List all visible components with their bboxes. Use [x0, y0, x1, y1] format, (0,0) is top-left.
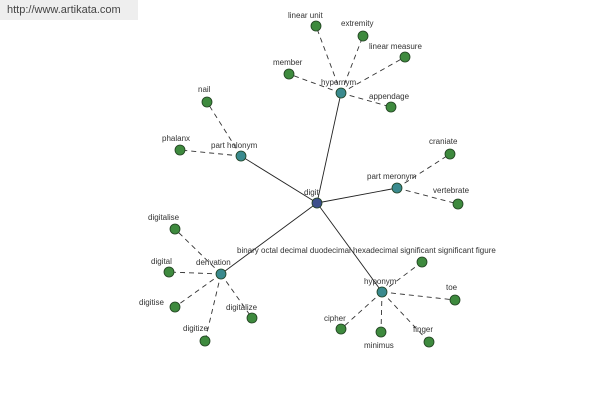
node-digitalise[interactable]: digitalise: [148, 213, 181, 235]
node-label-extremity[interactable]: extremity: [341, 19, 373, 28]
edge-digit-part-meronym: [316, 187, 398, 204]
node-dot-linear-measure[interactable]: [399, 51, 411, 63]
edge-hypernym-member: [288, 73, 342, 94]
edge-digit-part-holonym: [240, 155, 318, 204]
node-label-digitalise[interactable]: digitalise: [148, 213, 180, 222]
node-label-minimus[interactable]: minimus: [364, 341, 394, 350]
edge-part-meronym-vertebrate: [396, 187, 459, 205]
node-label-cipher[interactable]: cipher: [324, 314, 346, 323]
node-nail[interactable]: nail: [198, 85, 213, 108]
edge-hyponym-finger: [381, 291, 430, 343]
edge-derivation-digitalise: [174, 228, 222, 275]
site-url[interactable]: http://www.artikata.com: [0, 0, 138, 20]
node-label-craniate[interactable]: craniate: [429, 137, 458, 146]
node-linear-measure[interactable]: linear measure: [369, 42, 422, 63]
node-label-hyponym[interactable]: hyponym: [364, 277, 397, 286]
node-toe[interactable]: toe: [446, 283, 461, 306]
node-dot-linear-unit[interactable]: [310, 20, 322, 32]
node-dot-derivation[interactable]: [215, 268, 227, 280]
node-minimus[interactable]: minimus: [364, 326, 394, 350]
node-vertebrate[interactable]: vertebrate: [433, 186, 470, 210]
node-hyponym[interactable]: hyponym: [364, 277, 397, 298]
node-phalanx[interactable]: phalanx: [162, 134, 190, 156]
edge-part-holonym-phalanx: [179, 149, 242, 157]
edge-hypernym-linear-unit: [315, 25, 342, 94]
node-digitize[interactable]: digitize: [183, 324, 211, 347]
node-part-meronym[interactable]: part meronym: [367, 172, 417, 194]
node-dot-appendage[interactable]: [385, 101, 397, 113]
edge-derivation-digitise: [174, 273, 222, 308]
node-dot-toe[interactable]: [449, 294, 461, 306]
node-label-digitise[interactable]: digitise: [139, 298, 164, 307]
node-digitise[interactable]: digitise: [139, 298, 181, 313]
node-label-digit[interactable]: digit: [304, 188, 319, 197]
node-binary-etc[interactable]: binary octal decimal duodecimal hexadeci…: [237, 246, 496, 268]
node-dot-minimus[interactable]: [375, 326, 387, 338]
node-extremity[interactable]: extremity: [341, 19, 373, 42]
edge-hypernym-extremity: [340, 35, 364, 94]
node-member[interactable]: member: [273, 58, 303, 80]
node-dot-cipher[interactable]: [335, 323, 347, 335]
node-dot-part-holonym[interactable]: [235, 150, 247, 162]
node-dot-part-meronym[interactable]: [391, 182, 403, 194]
edge-digit-hypernym: [316, 92, 342, 204]
node-dot-digitize[interactable]: [199, 335, 211, 347]
edge-hypernym-linear-measure: [340, 56, 406, 94]
node-label-hypernym[interactable]: hypernym: [321, 78, 356, 87]
node-appendage[interactable]: appendage: [369, 92, 410, 113]
node-dot-extremity[interactable]: [357, 30, 369, 42]
node-dot-phalanx[interactable]: [174, 144, 186, 156]
node-dot-digitalize[interactable]: [246, 312, 258, 324]
node-label-digital[interactable]: digital: [151, 257, 172, 266]
node-label-digitalize[interactable]: digitalize: [226, 303, 258, 312]
node-label-appendage[interactable]: appendage: [369, 92, 410, 101]
edge-part-holonym-nail: [206, 101, 242, 157]
node-dot-hyponym[interactable]: [376, 286, 388, 298]
node-label-nail[interactable]: nail: [198, 85, 211, 94]
node-derivation[interactable]: derivation: [196, 258, 231, 280]
node-hypernym[interactable]: hypernym: [321, 78, 356, 99]
node-dot-digital[interactable]: [163, 266, 175, 278]
node-dot-digit[interactable]: [311, 197, 323, 209]
edge-part-meronym-craniate: [396, 153, 451, 189]
node-dot-vertebrate[interactable]: [452, 198, 464, 210]
node-digitalize[interactable]: digitalize: [226, 303, 258, 324]
node-dot-digitalise[interactable]: [169, 223, 181, 235]
node-label-derivation[interactable]: derivation: [196, 258, 231, 267]
node-label-phalanx[interactable]: phalanx: [162, 134, 190, 143]
node-label-part-meronym[interactable]: part meronym: [367, 172, 417, 181]
node-part-holonym[interactable]: part holonym: [211, 141, 258, 162]
node-label-finger[interactable]: finger: [413, 325, 433, 334]
node-label-toe[interactable]: toe: [446, 283, 458, 292]
node-linear-unit[interactable]: linear unit: [288, 11, 323, 32]
node-cipher[interactable]: cipher: [324, 314, 347, 335]
node-dot-binary-etc[interactable]: [416, 256, 428, 268]
edge-hyponym-toe: [381, 291, 456, 301]
node-craniate[interactable]: craniate: [429, 137, 458, 160]
edge-hyponym-cipher: [340, 291, 383, 330]
node-dot-craniate[interactable]: [444, 148, 456, 160]
edge-digit-hyponym: [316, 202, 383, 293]
edge-derivation-digital: [168, 271, 222, 275]
edge-derivation-digitize: [204, 273, 222, 342]
node-finger[interactable]: finger: [413, 325, 435, 348]
node-label-linear-measure[interactable]: linear measure: [369, 42, 422, 51]
node-digital[interactable]: digital: [151, 257, 175, 278]
node-label-member[interactable]: member: [273, 58, 303, 67]
edge-hyponym-minimus: [380, 291, 383, 333]
node-dot-digitise[interactable]: [169, 301, 181, 313]
node-dot-hypernym[interactable]: [335, 87, 347, 99]
node-digit[interactable]: digit: [304, 188, 323, 209]
node-dot-finger[interactable]: [423, 336, 435, 348]
node-label-part-holonym[interactable]: part holonym: [211, 141, 258, 150]
node-dot-member[interactable]: [283, 68, 295, 80]
node-label-vertebrate[interactable]: vertebrate: [433, 186, 470, 195]
edge-digit-derivation: [220, 202, 318, 275]
node-label-linear-unit[interactable]: linear unit: [288, 11, 323, 20]
node-label-binary-etc[interactable]: binary octal decimal duodecimal hexadeci…: [237, 246, 496, 255]
node-label-digitize[interactable]: digitize: [183, 324, 208, 333]
node-dot-nail[interactable]: [201, 96, 213, 108]
